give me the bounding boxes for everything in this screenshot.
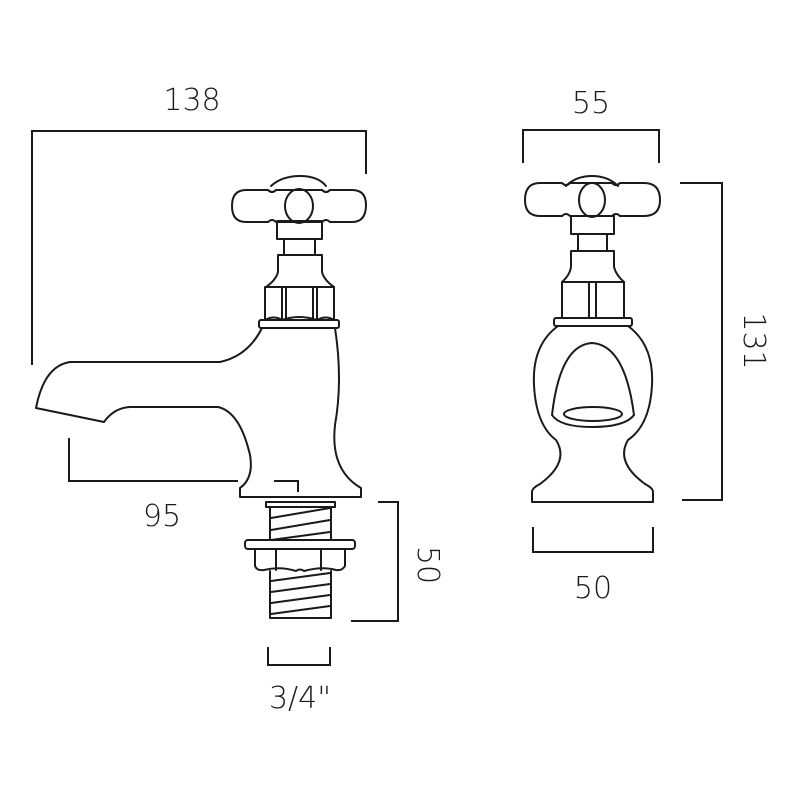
dimension-label-50-tail: 50 (410, 546, 445, 584)
spindle (258, 220, 340, 329)
threaded-tail (244, 501, 356, 619)
tap-body-spout (35, 327, 362, 498)
dimension-label-95: 95 (143, 499, 181, 534)
dimension-line-138 (31, 130, 367, 365)
dimension-label-55: 55 (572, 86, 610, 121)
cross-handle-front-icon (524, 175, 661, 218)
dimension-line-50-tail (351, 501, 399, 622)
spout-opening (551, 342, 635, 428)
dimension-label-131: 131 (736, 312, 771, 369)
dimension-label-thread: 3/4" (269, 681, 331, 716)
dimension-label-138: 138 (163, 83, 220, 118)
spindle-front (553, 215, 633, 327)
dimension-line-55 (522, 129, 660, 163)
side-view: 138 95 (31, 83, 445, 716)
front-view: 55 131 50 (522, 86, 771, 606)
aerator-icon (563, 406, 623, 422)
dimension-label-50-base: 50 (574, 571, 612, 606)
dimension-line-thread (267, 647, 331, 666)
tap-body-front (531, 325, 654, 503)
dimension-line-50-base (532, 527, 654, 553)
dimension-line-131 (680, 182, 723, 501)
dimension-line-95 (68, 438, 299, 492)
cross-handle-icon (231, 175, 367, 224)
